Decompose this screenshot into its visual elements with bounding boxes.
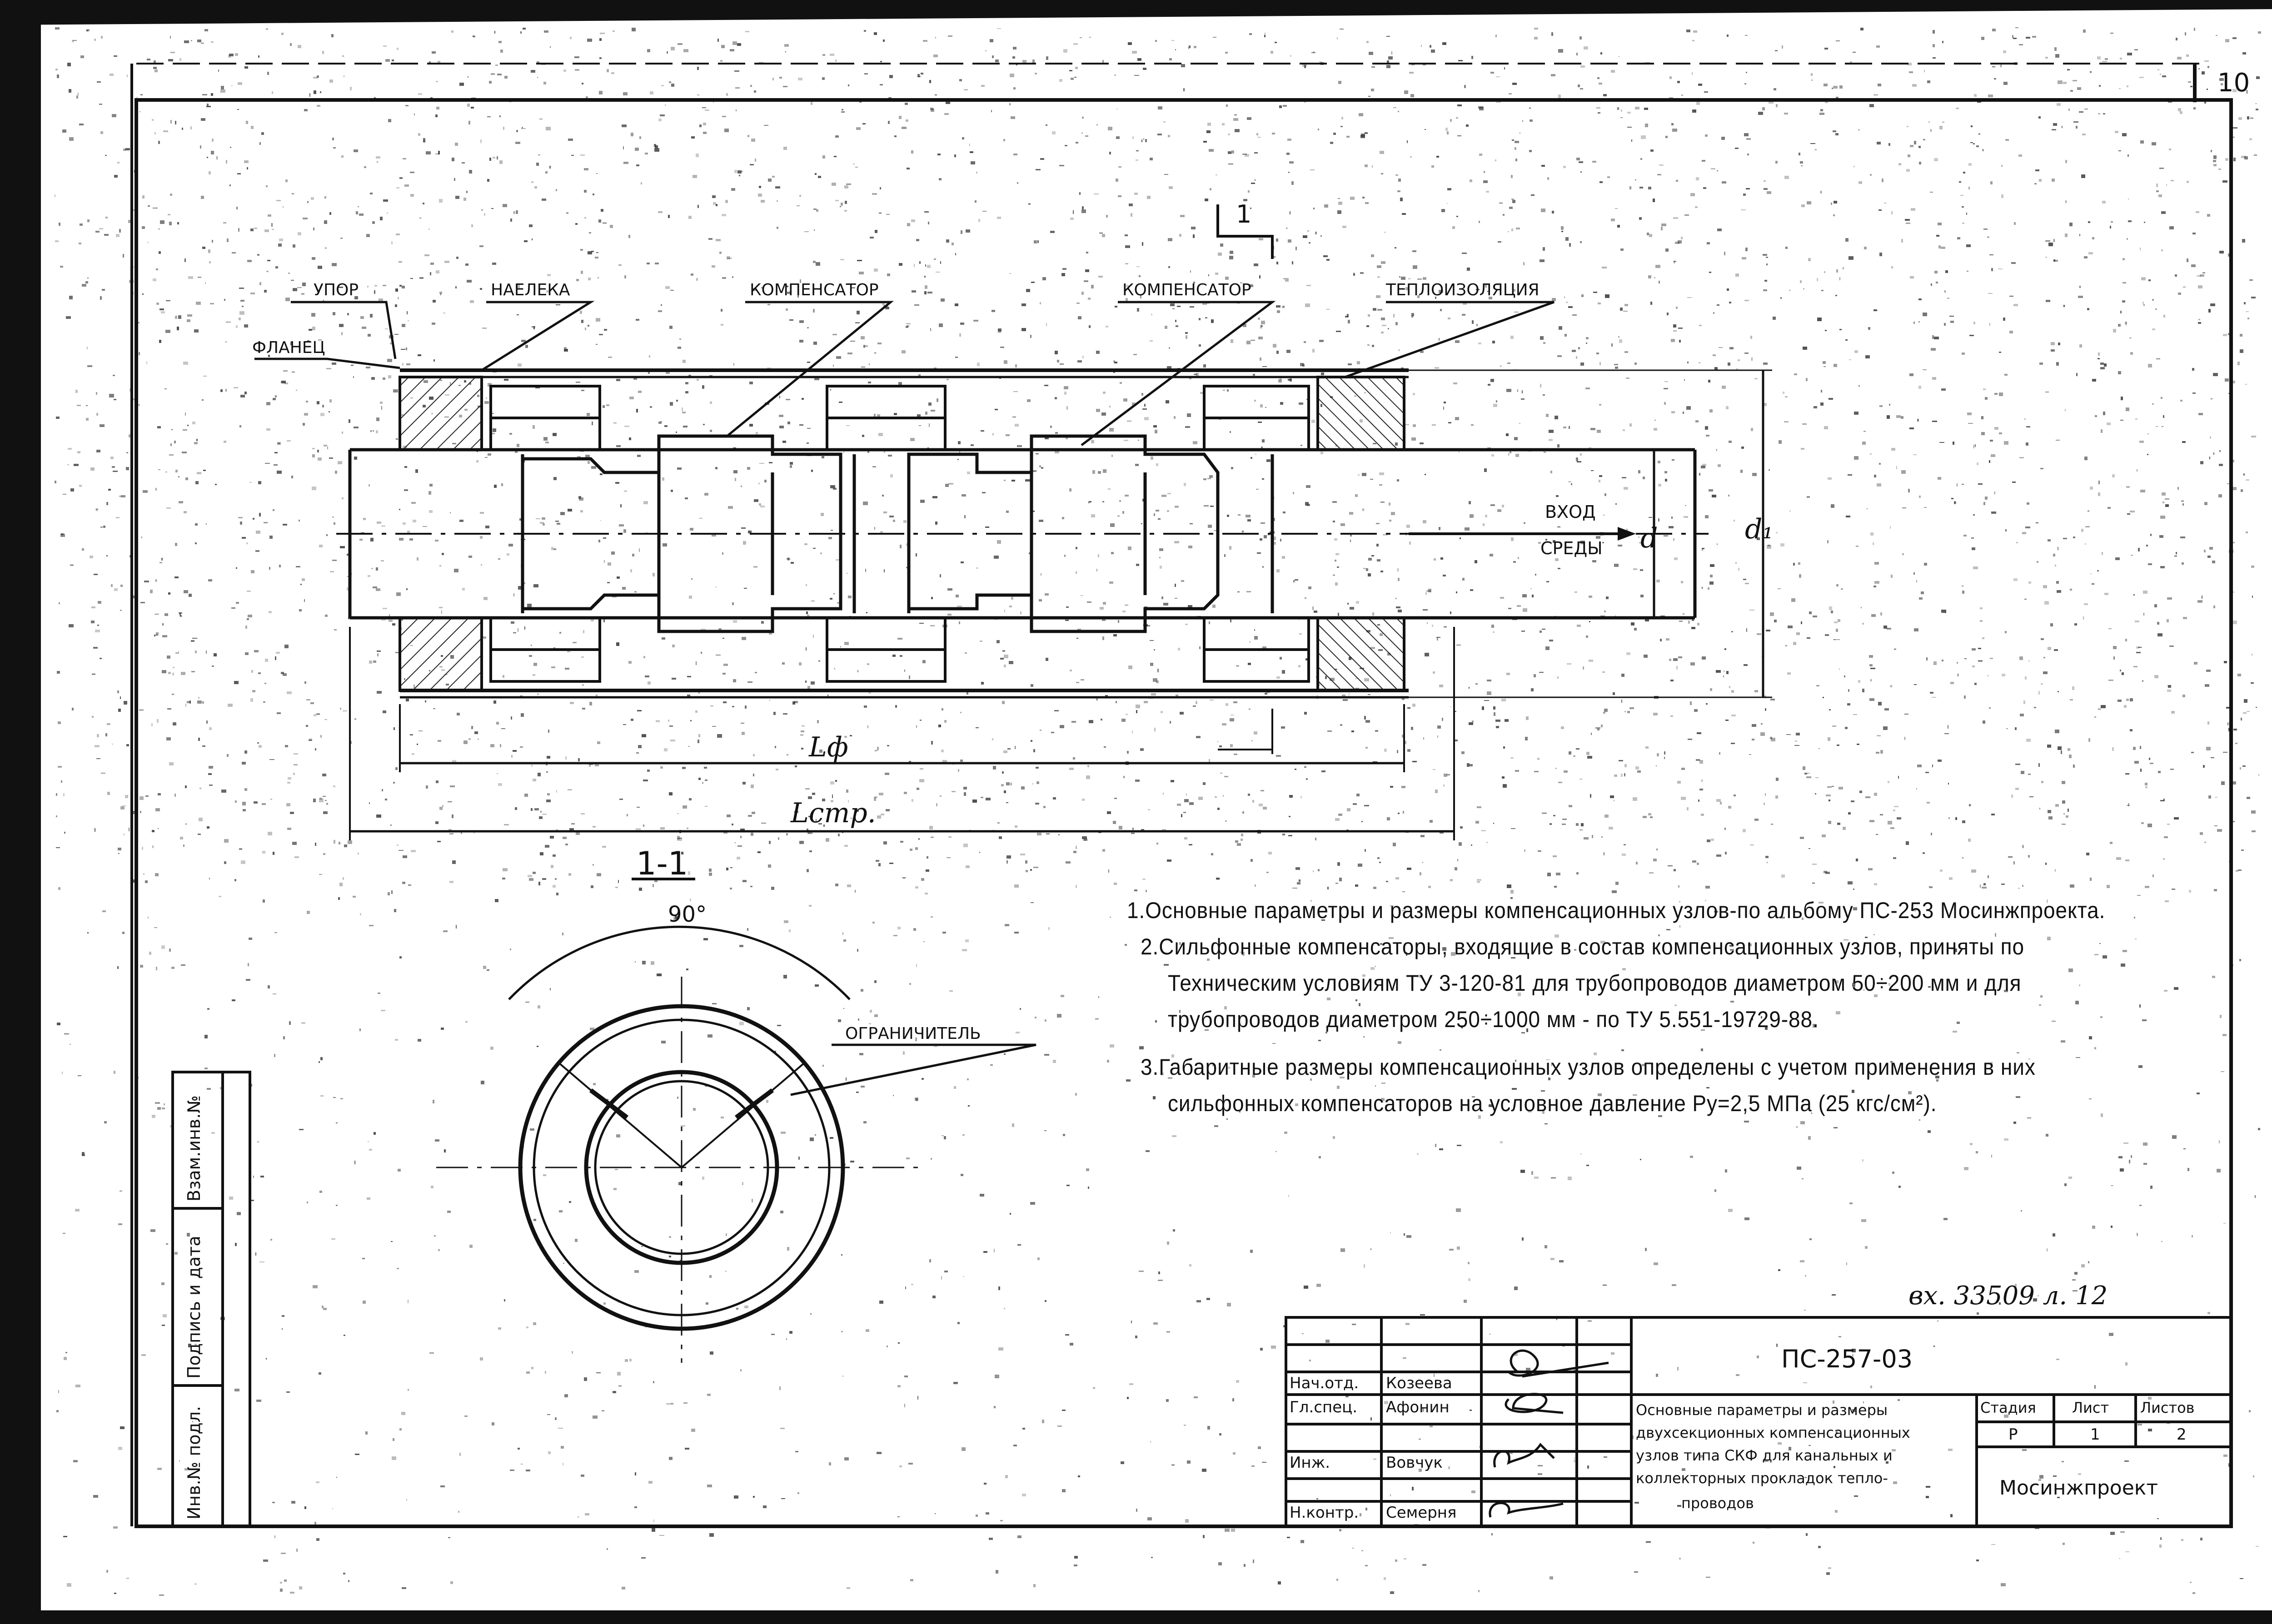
signature-semernya — [1489, 1502, 1564, 1518]
callout-coupling: НАЕЛЕКА — [491, 281, 570, 299]
description-line-5: проводов — [1681, 1495, 1754, 1512]
note-line-6: сильфонных компенсаторов на условное дав… — [1168, 1091, 1937, 1116]
note-line-1: 1.Основные параметры и размеры компенсац… — [1127, 898, 2106, 923]
description-line-4: коллекторных прокладок тепло- — [1636, 1470, 1888, 1487]
angle-label: 90° — [668, 902, 707, 927]
signature-vovchuk — [1493, 1443, 1555, 1468]
scan-edge-top — [0, 0, 2272, 25]
stamp-inventory-original: Инв.№ подл. — [184, 1405, 204, 1520]
header-stage: Стадия — [1980, 1399, 2036, 1416]
staff-role-3: Инж. — [1290, 1454, 1330, 1472]
callout-insulation: ТЕПЛОИЗОЛЯЦИЯ — [1386, 281, 1540, 299]
flow-label-line1: ВХОД — [1545, 502, 1596, 522]
callout-limiter: ОГРАНИЧИТЕЛЬ — [845, 1024, 981, 1043]
signature-afonin — [1505, 1393, 1564, 1414]
description-line-2: двухсекционных компенсационных — [1636, 1424, 1910, 1441]
value-sheet: 1 — [2090, 1425, 2100, 1444]
section-title: 1-1 — [636, 845, 688, 882]
description-line-3: узлов типа СКФ для канальных и — [1636, 1447, 1893, 1464]
note-line-5: 3.Габаритные размеры компенсационных узл… — [1141, 1054, 2036, 1080]
header-sheets: Листов — [2140, 1399, 2195, 1416]
note-line-3: Техническим условиям ТУ 3-120-81 для тру… — [1168, 970, 2022, 996]
organization: Мосинжпроект — [1999, 1476, 2158, 1500]
staff-role-1: Нач.отд. — [1290, 1374, 1359, 1392]
dim-length-structure: Lстр. — [791, 797, 876, 829]
section-mark-top: 1 — [1236, 200, 1252, 228]
scan-noise — [55, 27, 2261, 1596]
callout-compensator-1: КОМПЕНСАТОР — [750, 281, 879, 299]
dim-length-compensator: Lф — [809, 731, 848, 763]
dim-outer-diameter: d₁ — [1745, 513, 1774, 545]
handwritten-reference: вх. 33509 л. 12 — [1908, 1281, 2108, 1311]
value-sheets: 2 — [2177, 1425, 2187, 1444]
flow-label-line2: СРЕДЫ — [1540, 538, 1603, 558]
sheet-number: 10 — [2217, 68, 2250, 98]
scan-edge-bottom — [0, 1610, 2272, 1624]
scan-edge-left — [0, 0, 41, 1624]
staff-role-4: Н.контр. — [1290, 1504, 1359, 1522]
stamp-replacement-inventory: Взам.инв.№ — [184, 1095, 204, 1202]
staff-name-2: Афонин — [1386, 1398, 1450, 1416]
signature-kozeeva — [1508, 1349, 1609, 1378]
staff-role-2: Гл.спец. — [1290, 1398, 1358, 1416]
staff-name-1: Козеева — [1386, 1374, 1452, 1392]
doc-code: ПС-257-03 — [1781, 1345, 1913, 1373]
callout-compensator-2: КОМПЕНСАТОР — [1122, 281, 1251, 299]
callout-flange: ФЛАНЕЦ — [252, 338, 325, 357]
value-stage: Р — [2008, 1425, 2018, 1444]
staff-name-4: Семерня — [1386, 1504, 1457, 1522]
dim-inner-diameter: d — [1640, 522, 1658, 554]
callout-stop: УПОР — [314, 281, 359, 299]
staff-name-3: Вовчук — [1386, 1454, 1443, 1472]
stamp-signature-date: Подпись и дата — [184, 1236, 204, 1379]
note-line-2: 2.Сильфонные компенсаторы, входящие в со… — [1141, 934, 2025, 959]
drawing-frame — [135, 98, 2233, 1528]
header-sheet: Лист — [2072, 1399, 2109, 1416]
note-line-4: трубопроводов диаметром 250÷1000 мм - по… — [1168, 1007, 1819, 1032]
description-line-1: Основные параметры и размеры — [1636, 1401, 1888, 1419]
